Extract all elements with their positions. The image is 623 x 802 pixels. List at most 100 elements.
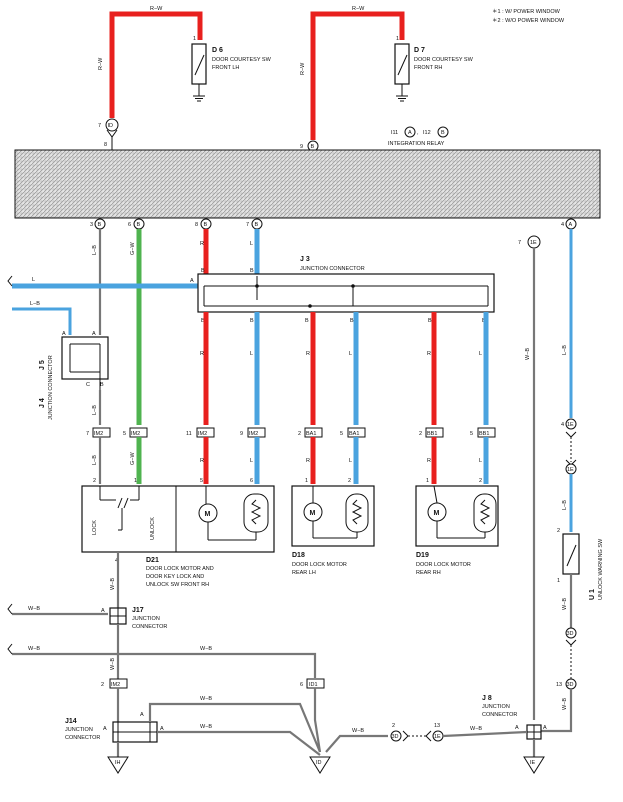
svg-text:1: 1 <box>305 478 308 484</box>
svg-text:1E: 1E <box>567 467 574 473</box>
svg-text:IE: IE <box>530 760 536 766</box>
wire-label-lb-3: L−B <box>92 405 98 415</box>
j3-pin-b-5: B <box>305 318 309 324</box>
d7-id: D 7 <box>414 47 425 54</box>
svg-text:6: 6 <box>300 682 303 688</box>
svg-text:J14: J14 <box>65 718 77 725</box>
wire-wb-left-2 <box>12 652 317 678</box>
svg-text:IM2: IM2 <box>94 431 103 437</box>
svg-text:ID: ID <box>316 760 322 766</box>
svg-text:8: 8 <box>195 222 198 228</box>
wire-label-l-4: L <box>479 351 482 357</box>
svg-text:5: 5 <box>340 431 343 437</box>
wire-label-lb-2: L−B <box>562 345 568 355</box>
svg-text:4: 4 <box>115 558 118 564</box>
wire-rw-d7 <box>310 11 405 140</box>
svg-text:2: 2 <box>101 682 104 688</box>
connector-row: 7 IM2 5 IM2 11 IM2 9 IM2 2 BA1 5 BA1 2 B… <box>86 427 496 438</box>
wire-label-wb-7: W−B <box>28 646 40 652</box>
svg-text:J 8: J 8 <box>482 695 492 702</box>
svg-text:A: A <box>543 725 547 731</box>
relay-label-i12: I12 <box>423 130 431 136</box>
svg-text:BB1: BB1 <box>479 431 489 437</box>
d6-line1: DOOR COURTESY SW <box>212 57 272 63</box>
j5-pin-a-left: A <box>62 331 66 337</box>
svg-text:D18: D18 <box>292 552 305 559</box>
motor-d18: 1 2 M D18 DOOR LOCK MOTOR REAR LH <box>291 478 375 576</box>
wire-label-r-2: R <box>200 351 204 357</box>
svg-text:M: M <box>310 510 316 517</box>
j4-pin-c: C <box>86 382 90 388</box>
relay-name: INTEGRATION RELAY <box>388 141 445 147</box>
svg-text:2: 2 <box>93 478 96 484</box>
relay-badge-a: A <box>408 130 412 136</box>
svg-text:M: M <box>434 510 440 517</box>
svg-text:A: A <box>140 712 144 718</box>
svg-text:7: 7 <box>86 431 89 437</box>
legend-note-1: ＊1 : W/ POWER WINDOW <box>492 8 561 15</box>
svg-text:DOOR KEY LOCK AND: DOOR KEY LOCK AND <box>146 574 204 580</box>
j3-name: JUNCTION CONNECTOR <box>300 266 365 272</box>
svg-text:2: 2 <box>479 478 482 484</box>
svg-text:5: 5 <box>123 431 126 437</box>
switch-d6: 1 D 6 DOOR COURTESY SW FRONT LH <box>191 36 272 102</box>
svg-text:DOOR LOCK MOTOR AND: DOOR LOCK MOTOR AND <box>146 566 214 572</box>
wire-label-wb-5: W−B <box>28 606 40 612</box>
wire-label-l-6: L <box>349 458 352 464</box>
legend-note-2: ＊2 : W/O POWER WINDOW <box>492 17 565 24</box>
svg-text:13: 13 <box>434 723 440 729</box>
svg-text:M: M <box>205 511 211 518</box>
wire-label-wb-6: W−B <box>110 658 116 670</box>
svg-text:REAR LH: REAR LH <box>292 570 316 576</box>
wire-label-wb-3: W−B <box>562 698 568 710</box>
svg-text:B: B <box>255 222 259 228</box>
wire-label-gw-2: G−W <box>130 452 136 465</box>
j5-pin-a-right: A <box>92 331 96 337</box>
wire-wb-1e-to-j8 <box>442 730 528 738</box>
relay-top-badge-id <box>105 118 119 132</box>
svg-text:11: 11 <box>186 431 192 437</box>
wire-wb-j14-a2 <box>157 730 321 756</box>
svg-text:J17: J17 <box>132 607 144 614</box>
switch-d7: 1 D 7 DOOR COURTESY SW FRONT RH <box>394 36 474 102</box>
svg-text:A: A <box>569 222 573 228</box>
motor-d19: 1 2 M D19 DOOR LOCK MOTOR REAR RH <box>415 478 499 576</box>
wire-wb-right-to-j8 <box>540 689 573 733</box>
svg-text:B: B <box>204 222 208 228</box>
svg-text:ID1: ID1 <box>309 682 318 688</box>
relay-top-pin-9: 9 <box>300 144 303 150</box>
wire-wb-j14-a1 <box>148 702 322 753</box>
wire-label-r-7: R <box>427 458 431 464</box>
svg-text:D19: D19 <box>416 552 429 559</box>
d7-line2: FRONT RH <box>414 65 442 71</box>
d6-id: D 6 <box>212 47 223 54</box>
svg-text:2: 2 <box>392 723 395 729</box>
svg-text:3: 3 <box>90 222 93 228</box>
wire-label-rw-1: R−W <box>150 6 163 12</box>
svg-text:B: B <box>137 222 141 228</box>
j3-pin-b-6: B <box>350 318 354 324</box>
wire-label-r-4: R <box>427 351 431 357</box>
svg-text:7: 7 <box>246 222 249 228</box>
svg-text:DOOR LOCK MOTOR: DOOR LOCK MOTOR <box>292 562 347 568</box>
connector-3d-right: 3D 13 3D <box>556 627 577 690</box>
wire-label-gw-1: G−W <box>130 242 136 255</box>
svg-text:1: 1 <box>134 478 137 484</box>
svg-text:1E: 1E <box>530 240 537 246</box>
d7-line1: DOOR COURTESY SW <box>414 57 474 63</box>
wire-label-lb-4: L−B <box>92 455 98 465</box>
relay-bottom-pins: 3 B 6 B 8 B 7 B 7 1E 4 A <box>90 218 577 249</box>
wire-rw-d6 <box>109 11 203 118</box>
j4-id: J 4 <box>39 398 46 408</box>
d6-line2: FRONT LH <box>212 65 239 71</box>
j5-id: J 5 <box>39 360 46 370</box>
svg-text:6: 6 <box>128 222 131 228</box>
svg-text:IH: IH <box>115 760 121 766</box>
svg-text:A: A <box>101 608 105 614</box>
ground-ie: IE <box>523 756 545 774</box>
wire-label-l-7: L <box>479 458 482 464</box>
junction-j3: J 3 JUNCTION CONNECTOR A B B B B B B B B <box>190 256 495 324</box>
svg-text:3D: 3D <box>567 682 574 688</box>
relay-label-i11: I11 <box>391 130 398 136</box>
